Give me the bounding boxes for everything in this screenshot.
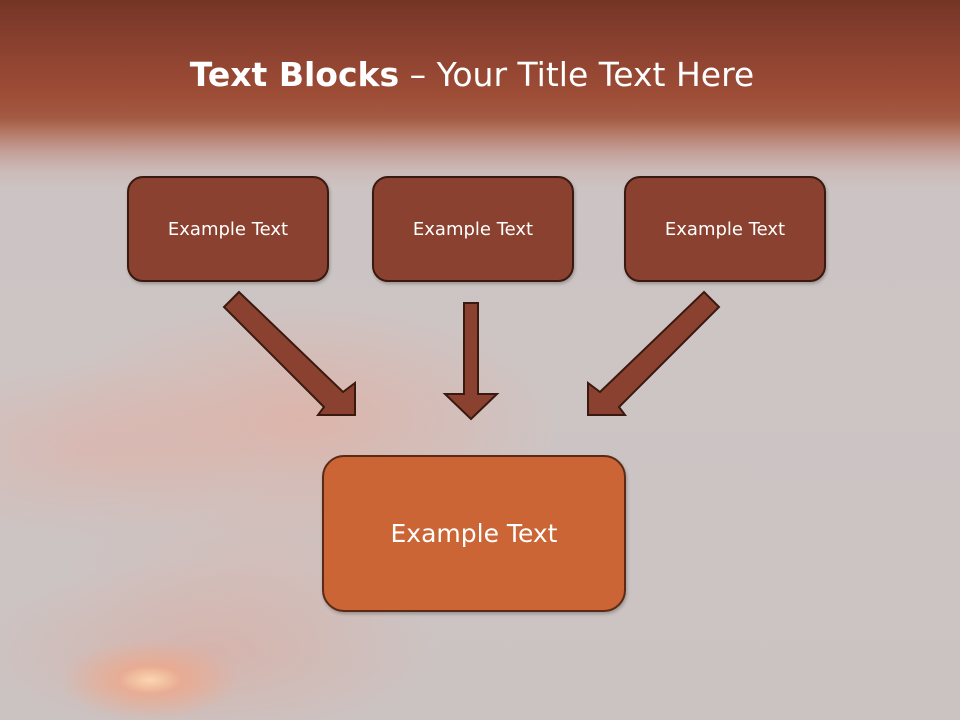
title-rest: – Your Title Text Here	[399, 55, 755, 94]
text-block-center-label: Example Text	[412, 218, 534, 240]
arrow-down-icon	[442, 302, 500, 421]
arrow-down-left-icon	[587, 290, 721, 416]
text-block-left-label: Example Text	[167, 218, 289, 240]
text-block-center[interactable]: Example Text	[372, 176, 574, 282]
arrow-down-right-icon	[222, 290, 356, 416]
text-block-right-label: Example Text	[664, 218, 786, 240]
text-block-left[interactable]: Example Text	[127, 176, 329, 282]
slide-title: Text Blocks – Your Title Text Here	[0, 52, 944, 98]
title-band	[0, 0, 960, 190]
text-block-right[interactable]: Example Text	[624, 176, 826, 282]
result-block-label: Example Text	[390, 519, 558, 548]
result-block[interactable]: Example Text	[322, 455, 626, 612]
title-bold: Text Blocks	[189, 55, 400, 94]
